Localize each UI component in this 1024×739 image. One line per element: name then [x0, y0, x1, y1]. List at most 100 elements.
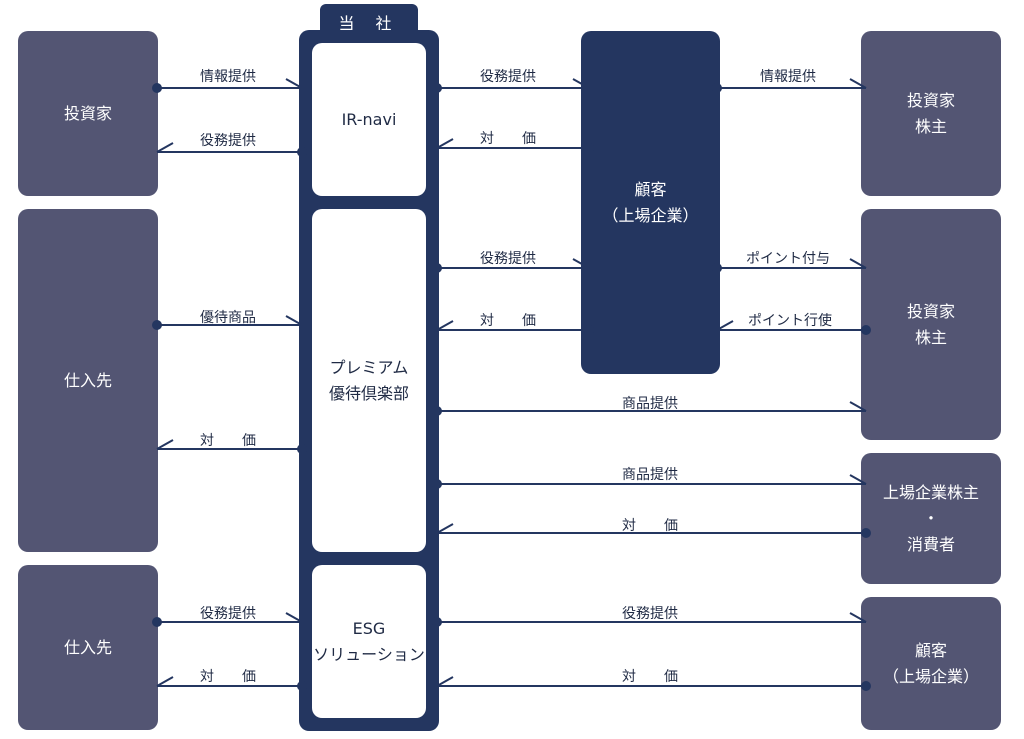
node-label: 仕入先 [63, 370, 112, 390]
flow-arrow [152, 78, 303, 93]
left-node-supplier-esg: 仕入先 [18, 565, 158, 730]
node-label: 株主 [914, 327, 947, 347]
flow-arrow [436, 676, 871, 691]
arrow-origin-dot [584, 143, 594, 153]
arrow-head [436, 523, 454, 534]
arrow-head [285, 78, 303, 89]
right-node-client-listed-company: 顧客 （上場企業） [861, 597, 1001, 730]
arrow-head [156, 142, 174, 153]
flow-label: 情報提供 [760, 69, 816, 85]
node-label: 仕入先 [63, 637, 112, 657]
flow-label: 優待商品 [200, 310, 256, 326]
flow-arrow [436, 523, 871, 538]
flow-arrow [432, 258, 590, 273]
flow-arrow [712, 258, 867, 273]
right-node-investor-shareholder-2: 投資家 株主 [861, 209, 1001, 440]
arrow-origin-dot [297, 444, 307, 454]
arrow-head [572, 258, 590, 269]
arrow-head [436, 320, 454, 331]
flow-arrow [432, 474, 867, 489]
flow-arrow [436, 138, 594, 153]
arrow-head [572, 78, 590, 89]
node-label: ・ [922, 508, 939, 528]
arrow-origin-dot [861, 325, 871, 335]
arrow-origin-dot [432, 617, 442, 627]
client-label: 顧客 [634, 179, 667, 199]
arrow-head [849, 612, 867, 623]
arrow-head [285, 315, 303, 326]
client-listed-company: 顧客 （上場企業） [581, 31, 720, 374]
flow-arrow [156, 676, 307, 691]
arrow-origin-dot [152, 617, 162, 627]
service-label: ソリューション [313, 644, 425, 664]
arrow-head [849, 258, 867, 269]
node-label: 投資家 [63, 103, 112, 123]
arrow-origin-dot [712, 263, 722, 273]
flow-arrow [436, 320, 594, 335]
arrow-origin-dot [861, 528, 871, 538]
arrow-head [156, 676, 174, 687]
flow-arrow [152, 315, 303, 330]
arrow-origin-dot [861, 681, 871, 691]
arrow-origin-dot [584, 325, 594, 335]
arrow-origin-dot [297, 147, 307, 157]
right-node-shareholder-consumer: 上場企業株主 ・ 消費者 [861, 453, 1001, 584]
flow-label: 対 価 [200, 669, 256, 685]
flow-arrow [156, 439, 307, 454]
flow-label: 役務提供 [200, 133, 256, 149]
service-premium-club: プレミアム 優待倶楽部 [312, 209, 426, 552]
client-label: （上場企業） [602, 205, 699, 225]
arrow-head [436, 676, 454, 687]
flow-arrow [716, 320, 871, 335]
arrow-head [849, 474, 867, 485]
flow-label: 役務提供 [622, 606, 678, 622]
flow-label: 役務提供 [480, 69, 536, 85]
flow-label: 情報提供 [200, 69, 256, 85]
flow-label: 商品提供 [622, 467, 678, 483]
flow-arrow [152, 612, 303, 627]
node-label: 上場企業株主 [882, 482, 979, 502]
arrow-origin-dot [152, 83, 162, 93]
service-label: IR-navi [341, 109, 397, 129]
flow-label: ポイント付与 [746, 251, 830, 267]
flow-label: 商品提供 [622, 396, 678, 412]
arrow-origin-dot [432, 479, 442, 489]
arrow-origin-dot [432, 83, 442, 93]
arrow-origin-dot [712, 83, 722, 93]
flow-arrow [432, 612, 867, 627]
node-label: 投資家 [906, 301, 955, 321]
flow-arrow [432, 401, 867, 416]
node-label: 顧客 [914, 640, 947, 660]
arrow-head [436, 138, 454, 149]
service-label: 優待倶楽部 [328, 383, 409, 403]
arrow-head [285, 612, 303, 623]
flow-label: 対 価 [622, 518, 678, 534]
arrow-head [156, 439, 174, 450]
arrow-head [849, 401, 867, 412]
node-label: 株主 [914, 116, 947, 136]
flow-label: 役務提供 [200, 606, 256, 622]
service-label: ESG [352, 618, 386, 638]
flow-label: 対 価 [480, 313, 536, 329]
flow-label: 役務提供 [480, 251, 536, 267]
flow-label: 対 価 [200, 433, 256, 449]
left-node-supplier-premium: 仕入先 [18, 209, 158, 552]
service-ir-navi: IR-navi [312, 43, 426, 196]
flow-label: ポイント行使 [748, 313, 832, 329]
service-esg-solution: ESG ソリューション [312, 565, 426, 718]
flow-label: 対 価 [622, 669, 678, 685]
flow-arrow [156, 142, 307, 157]
flow-arrow [432, 78, 590, 93]
service-label: プレミアム [329, 357, 409, 377]
right-node-investor-shareholder-1: 投資家 株主 [861, 31, 1001, 196]
left-node-investor: 投資家 [18, 31, 158, 196]
arrow-head [716, 320, 734, 331]
arrow-origin-dot [432, 406, 442, 416]
node-label: 投資家 [906, 90, 955, 110]
node-label: 消費者 [906, 534, 955, 554]
arrow-origin-dot [297, 681, 307, 691]
arrow-head [849, 78, 867, 89]
arrow-origin-dot [432, 263, 442, 273]
flow-arrow [712, 78, 867, 93]
